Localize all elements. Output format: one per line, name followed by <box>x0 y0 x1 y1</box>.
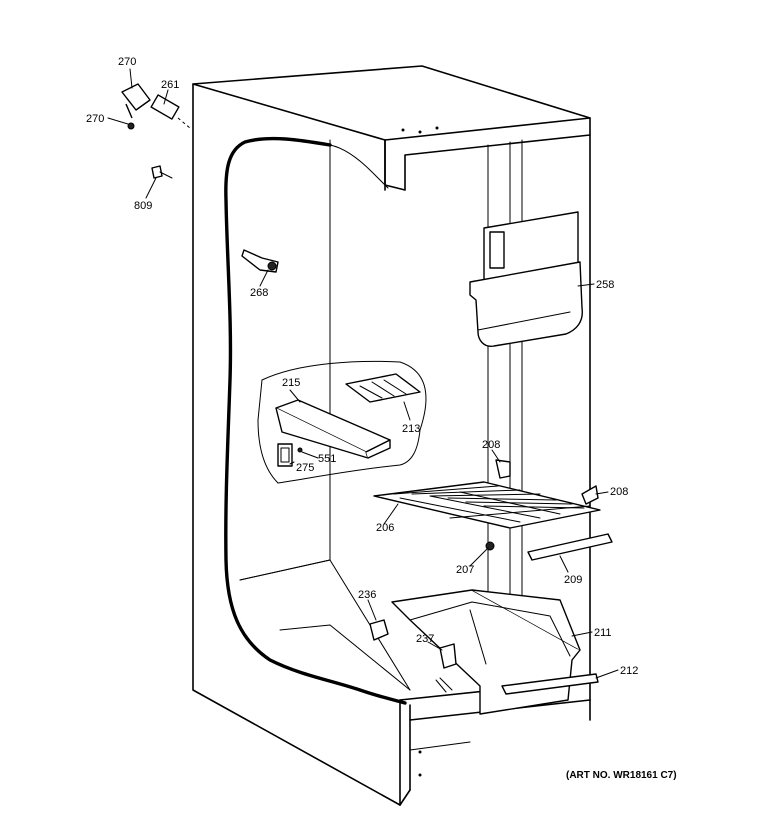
callout-236: 236 <box>358 589 376 601</box>
callout-237: 237 <box>416 633 434 645</box>
callout-213: 213 <box>402 423 420 435</box>
utility-bin-inset <box>257 360 427 484</box>
callout-211: 211 <box>594 627 612 639</box>
callout-258: 258 <box>596 279 614 291</box>
wire-shelf-206 <box>373 481 601 529</box>
shelf-bracket-208-right <box>581 485 599 505</box>
callout-208-right: 208 <box>610 486 628 498</box>
crisper-drawer-211 <box>391 589 581 715</box>
callout-551: 551 <box>318 453 336 465</box>
art-number: (ART NO. WR18161 C7) <box>566 770 677 781</box>
callout-268: 268 <box>250 287 268 299</box>
callout-275: 275 <box>296 462 314 474</box>
control-knob-268 <box>241 249 279 273</box>
callout-208-left: 208 <box>482 439 500 451</box>
shelf-trim-209 <box>527 533 613 561</box>
drawer-trim-212 <box>501 673 599 695</box>
leader-lines <box>107 68 619 679</box>
callout-809: 809 <box>134 200 152 212</box>
callout-270-left: 270 <box>86 113 104 125</box>
callout-labels: 270 261 270 809 268 258 215 213 551 275 … <box>86 56 677 781</box>
callout-212: 212 <box>620 665 638 677</box>
callout-209: 209 <box>564 574 582 586</box>
callout-215: 215 <box>282 377 300 389</box>
part-236 <box>369 619 389 641</box>
part-237 <box>439 643 457 669</box>
shelf-bracket-208-left <box>495 459 511 479</box>
cover-258 <box>469 211 583 347</box>
callout-261: 261 <box>161 79 179 91</box>
callout-206: 206 <box>376 522 394 534</box>
callout-207: 207 <box>456 564 474 576</box>
callout-270-top: 270 <box>118 56 136 68</box>
door-gasket <box>224 136 407 705</box>
hinge-hardware <box>121 83 191 179</box>
